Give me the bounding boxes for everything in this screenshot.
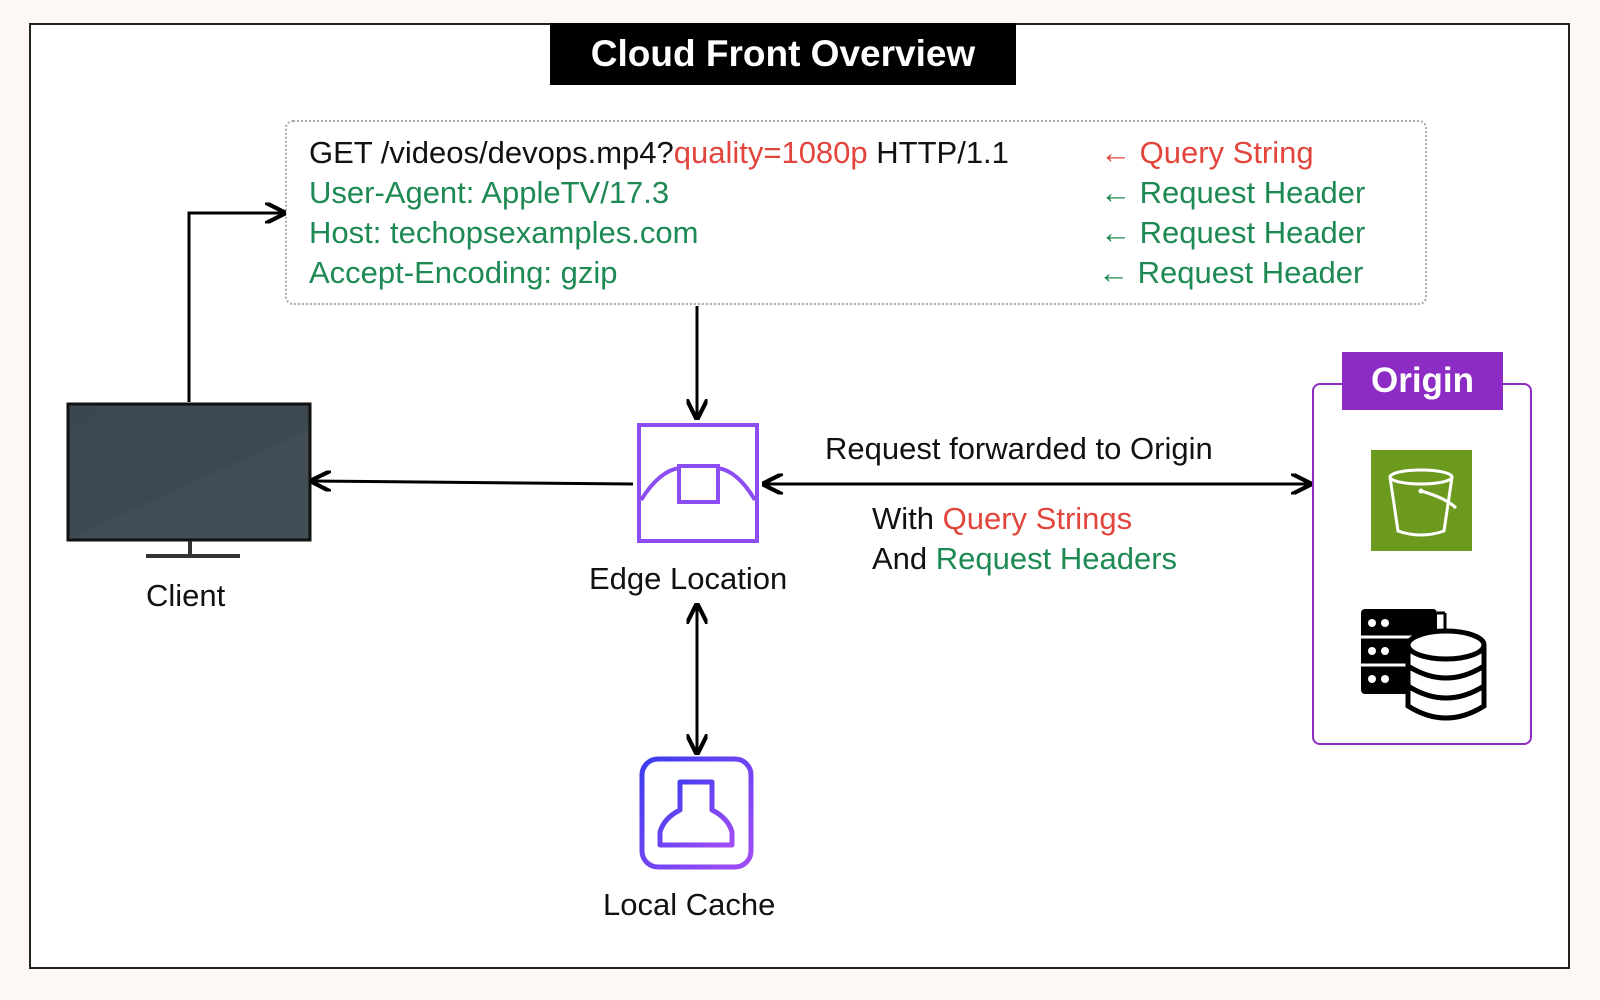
origin-title: Origin — [1342, 352, 1503, 410]
query-string-annotation: ← Query String — [1100, 135, 1314, 170]
forward-query-strings: Query Strings — [942, 501, 1133, 536]
server-database-icon — [1361, 609, 1487, 721]
forward-and-prefix: And — [872, 541, 936, 576]
request-line-1: GET /videos/devops.mp4?quality=1080p HTT… — [309, 135, 1009, 171]
s3-bucket-icon — [1371, 450, 1472, 551]
diagram-title: Cloud Front Overview — [550, 23, 1016, 85]
client-to-request-arrow — [187, 213, 284, 402]
request-header-annotation-2: ← Request Header — [1100, 215, 1366, 250]
request-protocol: HTTP/1.1 — [867, 135, 1009, 170]
query-string-value: quality=1080p — [673, 135, 868, 170]
accept-encoding-header: Accept-Encoding: gzip — [309, 255, 618, 290]
edge-to-client-arrow — [312, 481, 634, 484]
forward-and-line: And Request Headers — [872, 541, 1177, 577]
forward-with-line: With Query Strings — [872, 501, 1132, 537]
http-request-box — [285, 120, 1427, 305]
edge-location-label: Edge Location — [589, 561, 788, 596]
local-cache-label: Local Cache — [603, 887, 776, 922]
request-method-path: GET /videos/devops.mp4? — [309, 135, 674, 170]
request-header-annotation-3: ← Request Header — [1098, 255, 1364, 290]
forward-label: Request forwarded to Origin — [825, 431, 1213, 466]
local-cache-icon — [639, 756, 754, 870]
request-header-annotation-1: ← Request Header — [1100, 175, 1366, 210]
forward-with-prefix: With — [872, 501, 943, 536]
host-header: Host: techopsexamples.com — [309, 215, 699, 250]
user-agent-header: User-Agent: AppleTV/17.3 — [309, 175, 670, 210]
client-monitor-icon — [66, 402, 312, 558]
forward-request-headers: Request Headers — [935, 541, 1178, 576]
client-label: Client — [146, 578, 226, 613]
edge-location-icon — [637, 423, 759, 543]
